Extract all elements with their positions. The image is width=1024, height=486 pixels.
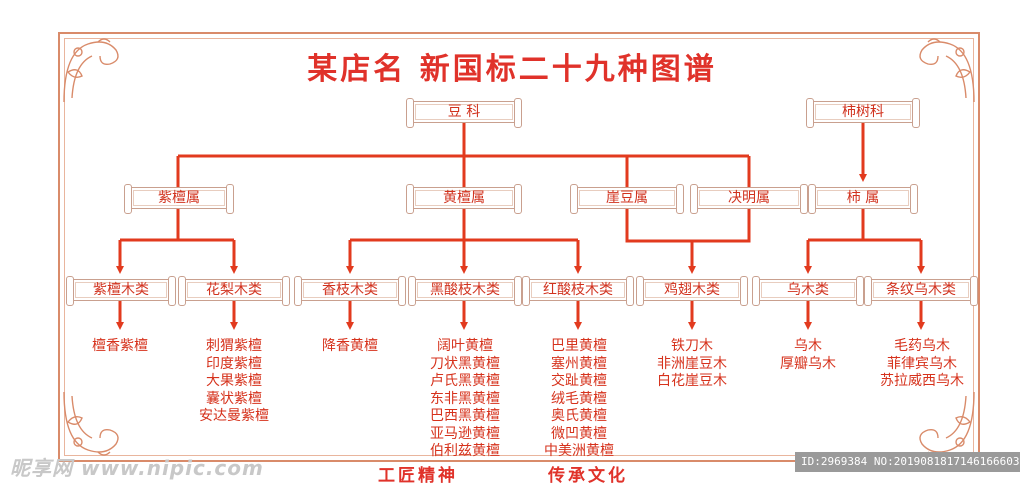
species-item: 奥氏黄檀 (551, 408, 607, 424)
family-node-douke: 豆 科 (406, 98, 522, 128)
species-item: 苏拉威西乌木 (880, 373, 964, 389)
species-item: 厚瓣乌木 (780, 355, 836, 372)
species-item: 刀状黑黄檀 (430, 355, 500, 372)
species-item: 安达曼紫檀 (199, 408, 269, 424)
species-item: 卢氏黑黄檀 (430, 373, 500, 389)
class-node-hongsuanzhi: 红酸枝木类 (522, 276, 634, 306)
species-item: 刺猬紫檀 (206, 338, 262, 354)
class-node-jichimu: 鸡翅木类 (636, 276, 748, 306)
class-node-xiangzhi: 香枝木类 (294, 276, 406, 306)
species-item: 东非黑黄檀 (430, 390, 500, 407)
species-item: 绒毛黄檀 (551, 390, 607, 407)
corner-ornament-top-right (919, 38, 975, 103)
species-list-wumu: 乌木厚瓣乌木 (758, 338, 858, 373)
species-list-xiangzhi: 降香黄檀 (300, 338, 400, 356)
species-item: 微凹黄檀 (551, 425, 607, 442)
page-title: 某店名 新国标二十九种图谱 (307, 52, 717, 87)
species-item: 中美洲黄檀 (544, 443, 614, 459)
genus-node-yadou: 崖豆属 (570, 184, 684, 214)
species-item: 毛药乌木 (894, 338, 950, 354)
species-item: 阔叶黄檀 (437, 338, 493, 354)
species-list-hongsuanzhi: 巴里黄檀塞州黄檀交趾黄檀绒毛黄檀奥氏黄檀微凹黄檀中美洲黄檀 (524, 338, 634, 461)
motto-right: 传承文化 (548, 466, 628, 486)
corner-ornament-bottom-left (63, 391, 119, 456)
species-item: 檀香紫檀 (92, 338, 148, 354)
species-item: 非洲崖豆木 (657, 355, 727, 372)
species-item: 铁刀木 (671, 338, 713, 354)
species-item: 亚马逊黄檀 (430, 425, 500, 442)
motto-left: 工匠精神 (378, 466, 458, 486)
species-item: 菲律宾乌木 (887, 355, 957, 372)
family-node-shishuke: 柿树科 (806, 98, 920, 128)
species-item: 塞州黄檀 (551, 355, 607, 372)
species-list-heisuanzhi: 阔叶黄檀刀状黑黄檀卢氏黑黄檀东非黑黄檀巴西黑黄檀亚马逊黄檀伯利兹黄檀 (410, 338, 520, 461)
species-item: 巴里黄檀 (551, 338, 607, 354)
link-zitan-bar (120, 209, 234, 242)
species-item: 交趾黄檀 (551, 373, 607, 389)
inner-frame (64, 38, 974, 456)
species-list-zitanmu: 檀香紫檀 (70, 338, 170, 356)
species-list-jichimu: 铁刀木非洲崖豆木白花崖豆木 (636, 338, 748, 391)
class-node-heisuanzhi: 黑酸枝木类 (408, 276, 522, 306)
corner-ornament-top-left (63, 38, 119, 103)
species-item: 白花崖豆木 (657, 373, 727, 389)
species-item: 印度紫檀 (206, 355, 262, 372)
species-item: 大果紫檀 (206, 373, 262, 389)
species-item: 伯利兹黄檀 (430, 443, 500, 459)
class-node-wumu: 乌木类 (752, 276, 864, 306)
link-shi-bar (808, 209, 921, 242)
genus-node-huangtan: 黄檀属 (406, 184, 522, 214)
species-item: 降香黄檀 (322, 338, 378, 354)
outer-frame (58, 32, 980, 462)
species-item: 囊状紫檀 (206, 390, 262, 407)
class-node-tiaowen: 条纹乌木类 (864, 276, 978, 306)
watermark-left: 昵享网 www.nipic.com (10, 456, 264, 480)
species-list-tiaowen: 毛药乌木菲律宾乌木苏拉威西乌木 (862, 338, 982, 391)
species-item: 乌木 (794, 338, 822, 354)
genus-node-jueming: 决明属 (690, 184, 808, 214)
genus-node-zitan: 紫檀属 (124, 184, 234, 214)
watermark-right: ID:2969384 NO:20190818171461666033 (795, 452, 1020, 472)
species-item: 巴西黑黄檀 (430, 408, 500, 424)
link-huangtan-bar (350, 209, 578, 242)
link-yadou-jueming-join (625, 209, 751, 270)
genus-node-shi: 柿 属 (808, 184, 918, 214)
species-list-hualimu: 刺猬紫檀印度紫檀大果紫檀囊状紫檀安达曼紫檀 (178, 338, 290, 426)
class-node-zitanmu: 紫檀木类 (66, 276, 176, 306)
class-node-hualimu: 花梨木类 (178, 276, 290, 306)
